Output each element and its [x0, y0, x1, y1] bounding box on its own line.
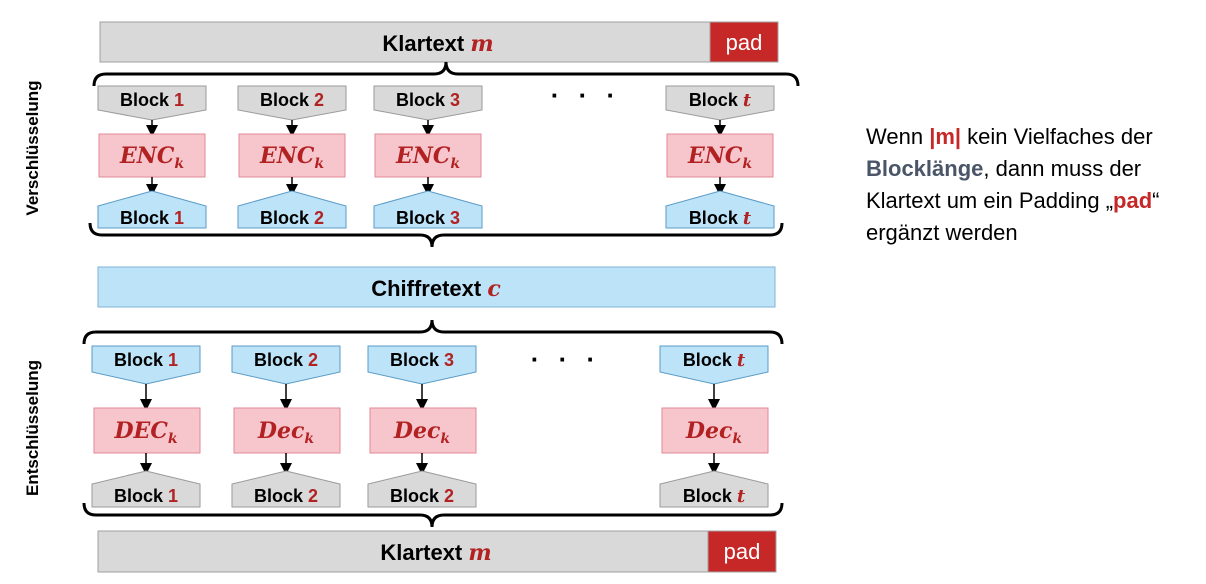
- enc-ellipsis: · · ·: [551, 80, 621, 110]
- enc-output-block: [373, 190, 483, 229]
- plaintext-top-bar: Klartext m pad: [99, 21, 779, 63]
- enc-output-label: Block 1: [120, 208, 184, 228]
- dec-input-block: [231, 345, 341, 385]
- dec-input-label: Block 1: [114, 350, 178, 370]
- ciphertext-label: Chiffretext c: [371, 276, 501, 302]
- dec-op-box: [661, 407, 769, 454]
- enc-input-block: [373, 85, 483, 121]
- block-length: Blocklänge: [866, 156, 984, 181]
- dec-input-label: Block t: [683, 350, 746, 371]
- dec-op-box: [233, 407, 341, 454]
- enc-op-label: ENCk: [687, 143, 752, 172]
- enc-output-label: Block t: [689, 208, 752, 229]
- message-length: |m|: [929, 124, 962, 149]
- enc-op-label: ENCk: [259, 143, 324, 172]
- dec-output-block: [91, 470, 201, 508]
- enc-input-label: Block t: [689, 90, 752, 111]
- enc-op-box: [374, 133, 482, 178]
- encrypt-side-label: Verschlüsselung: [23, 80, 42, 215]
- enc-input-block: [665, 85, 775, 121]
- dec-output-label: Block 2: [254, 486, 318, 506]
- brace-dec-bottom: [82, 502, 784, 528]
- enc-input-label: Block 1: [120, 90, 184, 110]
- enc-input-label: Block 3: [396, 90, 460, 110]
- enc-output-block: [237, 190, 347, 229]
- pad-top-label: pad: [726, 30, 763, 55]
- dec-input-label: Block 2: [254, 350, 318, 370]
- enc-output-label: Block 2: [260, 208, 324, 228]
- enc-input-block: [97, 85, 207, 121]
- enc-op-label: ENCk: [119, 143, 184, 172]
- plaintext-bottom-bar: Klartext m pad: [97, 530, 777, 573]
- dec-output-block: [367, 470, 477, 508]
- plaintext-bottom-label: Klartext m: [380, 540, 491, 566]
- dec-op-box: [93, 407, 201, 454]
- ciphertext-bar: Chiffretext c: [97, 266, 776, 308]
- dec-op-label: Deck: [685, 418, 742, 447]
- dec-op-label: Deck: [393, 418, 450, 447]
- dec-output-block: [659, 470, 769, 508]
- enc-output-label: Block 3: [396, 208, 460, 228]
- enc-output-block: [97, 190, 207, 229]
- decrypt-side-label: Entschlüsselung: [23, 360, 42, 496]
- enc-output-block: [665, 190, 775, 229]
- enc-op-label: ENCk: [395, 143, 460, 172]
- brace-top: [92, 61, 800, 87]
- dec-output-block: [231, 470, 341, 508]
- dec-output-label: Block 1: [114, 486, 178, 506]
- dec-ellipsis: · · ·: [531, 344, 601, 374]
- pad-bottom-label: pad: [724, 539, 761, 564]
- dec-op-box: [369, 407, 477, 454]
- enc-op-box: [666, 133, 774, 178]
- brace-enc-bottom: [88, 222, 784, 248]
- dec-input-block: [659, 345, 769, 385]
- dec-input-block: [367, 345, 477, 385]
- dec-input-label: Block 3: [390, 350, 454, 370]
- enc-op-box: [98, 133, 206, 178]
- plaintext-top-label: Klartext m: [382, 31, 493, 57]
- enc-input-label: Block 2: [260, 90, 324, 110]
- dec-input-block: [91, 345, 201, 385]
- dec-op-label: Deck: [257, 418, 314, 447]
- dec-output-label: Block t: [683, 486, 746, 507]
- padding-note: Wenn |m| kein Vielfaches der Blocklänge,…: [866, 124, 1160, 245]
- enc-input-block: [237, 85, 347, 121]
- dec-op-label: DECk: [113, 418, 177, 447]
- dec-output-label: Block 2: [390, 486, 454, 506]
- brace-dec-top: [82, 319, 784, 345]
- pad-word: pad: [1113, 188, 1153, 213]
